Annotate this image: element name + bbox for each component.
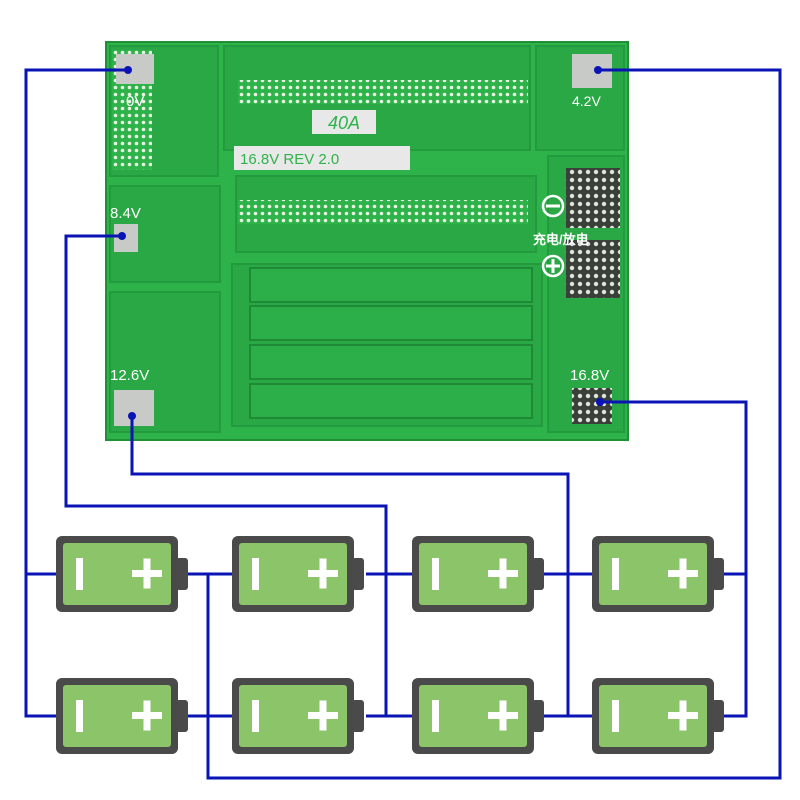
battery-terminal-nub (532, 558, 544, 590)
pad-label-4-2v: 4.2V (572, 93, 601, 109)
battery-terminal-nub (176, 558, 188, 590)
pad-16-8v (572, 388, 612, 424)
battery-plus-icon-vertical (319, 700, 327, 731)
battery-plus-icon-vertical (143, 700, 151, 731)
terminal-8-4v (118, 232, 126, 240)
battery-cell (232, 536, 364, 612)
battery-terminal-nub (352, 700, 364, 732)
pad-positive (566, 240, 620, 298)
wiring (24, 68, 782, 780)
battery-plus-icon-vertical (143, 558, 151, 589)
battery-minus-icon (252, 558, 259, 590)
terminal-4-2v (594, 66, 602, 74)
via-array-mid (238, 200, 528, 224)
pad-8-4v (114, 224, 138, 252)
terminal-16-8v (596, 398, 604, 406)
battery-plus-icon-vertical (499, 558, 507, 589)
battery-cell (592, 678, 724, 754)
pad-label-12-6v: 12.6V (110, 367, 149, 384)
battery-cells (56, 536, 724, 754)
pad-negative (566, 168, 620, 228)
rating-label-bg (312, 110, 376, 134)
battery-plus-icon-vertical (319, 558, 327, 589)
battery-cell (232, 678, 364, 754)
battery-minus-icon (432, 558, 439, 590)
wire-4-2v (206, 68, 782, 780)
plus-icon (541, 254, 565, 278)
battery-minus-icon (76, 558, 83, 590)
battery-terminal-nub (712, 700, 724, 732)
battery-minus-icon (612, 558, 619, 590)
terminal-0v (124, 66, 132, 74)
terminal-12-6v (128, 412, 136, 420)
wire-12-6v (130, 416, 592, 718)
battery-minus-icon (432, 700, 439, 732)
charge-discharge-label: 充电/放电 (533, 232, 589, 247)
battery-cell (412, 536, 544, 612)
current-rating-label: 40A (328, 113, 360, 133)
battery-terminal-nub (352, 558, 364, 590)
battery-cell (592, 536, 724, 612)
battery-terminal-nub (176, 700, 188, 732)
version-label: 16.8V REV 2.0 (240, 151, 339, 168)
battery-plus-icon-vertical (679, 700, 687, 731)
wire-8-4v (64, 234, 412, 718)
minus-icon (541, 194, 565, 218)
mosfet-strips (249, 267, 533, 419)
via-array-top (238, 80, 528, 104)
pad-label-16-8v: 16.8V (570, 367, 609, 384)
battery-plus-icon-vertical (679, 558, 687, 589)
pcb-board: 40A 16.8V REV 2.0 0V 4.2V 8.4V 12.6V 16.… (105, 41, 629, 441)
wire-16-8v (600, 400, 748, 718)
battery-minus-icon (76, 700, 83, 732)
pad-label-0v: 0V (126, 93, 144, 110)
battery-minus-icon (612, 700, 619, 732)
pad-label-8-4v: 8.4V (110, 205, 141, 222)
pad-12-6v (114, 390, 154, 426)
battery-plus-icon-vertical (499, 700, 507, 731)
wire-0v (24, 68, 128, 718)
battery-terminal-nub (532, 700, 544, 732)
battery-terminal-nub (712, 558, 724, 590)
battery-cell (412, 678, 544, 754)
battery-minus-icon (252, 700, 259, 732)
version-label-bg (234, 146, 410, 170)
battery-cell (56, 678, 188, 754)
battery-cell (56, 536, 188, 612)
